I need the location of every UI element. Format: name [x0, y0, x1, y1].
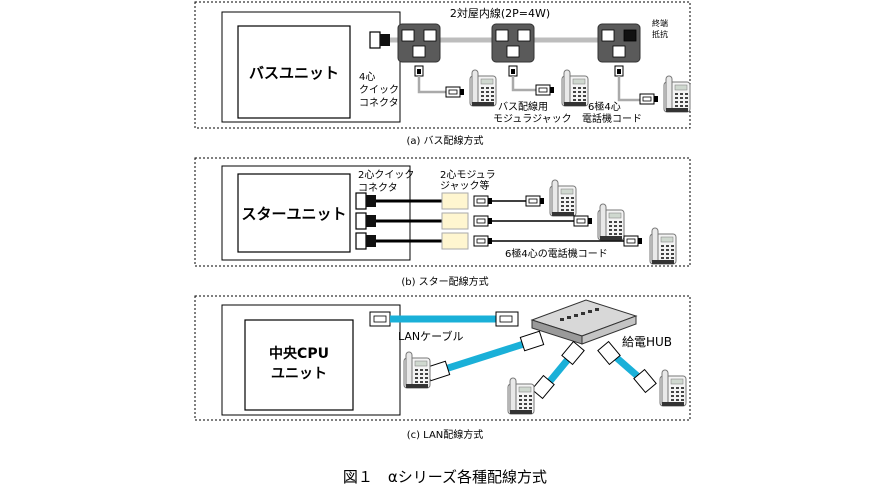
star-unit-label: スターユニット: [241, 205, 346, 223]
cpu-unit-label-2: ユニット: [271, 366, 327, 382]
star-jack-label-2: ジャック等: [440, 179, 490, 192]
bus-connector-label-1: 4心: [359, 71, 375, 83]
hub-label: 給電HUB: [622, 335, 672, 349]
junction-box-3: [597, 23, 641, 63]
lan-cable-phone-1: [425, 330, 545, 382]
panel-b-frame: [194, 157, 691, 267]
lan-cable-label: LANケーブル: [398, 329, 463, 343]
cpu-unit-label-1: 中央CPU: [269, 345, 329, 362]
bus-drop-2: [508, 65, 555, 96]
lan-cable-phone-3: [597, 340, 657, 394]
figure-caption: 図１ αシリーズ各種配線方式: [343, 468, 547, 486]
bus-connector-label-2: クイック: [359, 84, 399, 96]
panel-a-frame: [194, 1, 691, 129]
terminator-label-1: 終端: [652, 18, 668, 28]
star-connector-label-2: コネクタ: [358, 182, 398, 194]
lan-cable-phone-2: [531, 340, 585, 400]
phone-cord-label-2: 電話機コード: [582, 112, 642, 125]
bus-phone-1: [469, 69, 497, 107]
caption-b: (b) スター配線方式: [401, 275, 488, 288]
cpu-unit-box: [244, 319, 354, 411]
phone-cord-label-1: 6極4心: [588, 100, 621, 113]
star-phone-cord-label: 6極4心の電話機コード: [505, 247, 608, 260]
bus-drop-3: [614, 65, 659, 105]
bus-connector-label-3: コネクタ: [359, 97, 399, 109]
star-line-1: [355, 192, 545, 210]
modular-jack-label-1: バス配線用: [498, 100, 548, 113]
modular-jack-label-2: モジュラジャック: [493, 113, 572, 125]
house-wire-label: 2対屋内線(2P=4W): [450, 6, 550, 20]
lan-cable-to-hub: [369, 311, 519, 327]
star-line-3: [355, 232, 643, 250]
star-jack-label-1: 2心モジュラ: [440, 169, 496, 181]
bus-quick-connector: [369, 31, 391, 49]
star-unit-box: [237, 173, 351, 253]
star-line-2: [355, 212, 593, 230]
star-phone-3: [649, 227, 677, 265]
caption-a: (a) バス配線方式: [406, 134, 483, 147]
bus-unit-label: バスユニット: [249, 64, 339, 82]
bus-unit-box: [237, 25, 351, 119]
panel-c-frame: [194, 295, 691, 421]
terminator-label-2: 抵抗: [652, 29, 668, 39]
lan-phone-2: [507, 377, 535, 415]
junction-box-2: [491, 23, 535, 63]
star-connector-label-1: 2心クイック: [358, 169, 414, 181]
junction-box-1: [397, 23, 441, 63]
star-phone-1: [549, 179, 577, 217]
lan-phone-3: [659, 369, 687, 407]
bus-phone-3: [663, 75, 691, 113]
star-phone-2: [597, 203, 625, 241]
caption-c: (c) LAN配線方式: [407, 428, 484, 441]
bus-drop-1: [414, 65, 465, 98]
bus-phone-2: [561, 69, 589, 107]
lan-phone-1: [403, 351, 431, 389]
power-hub: [530, 299, 638, 345]
